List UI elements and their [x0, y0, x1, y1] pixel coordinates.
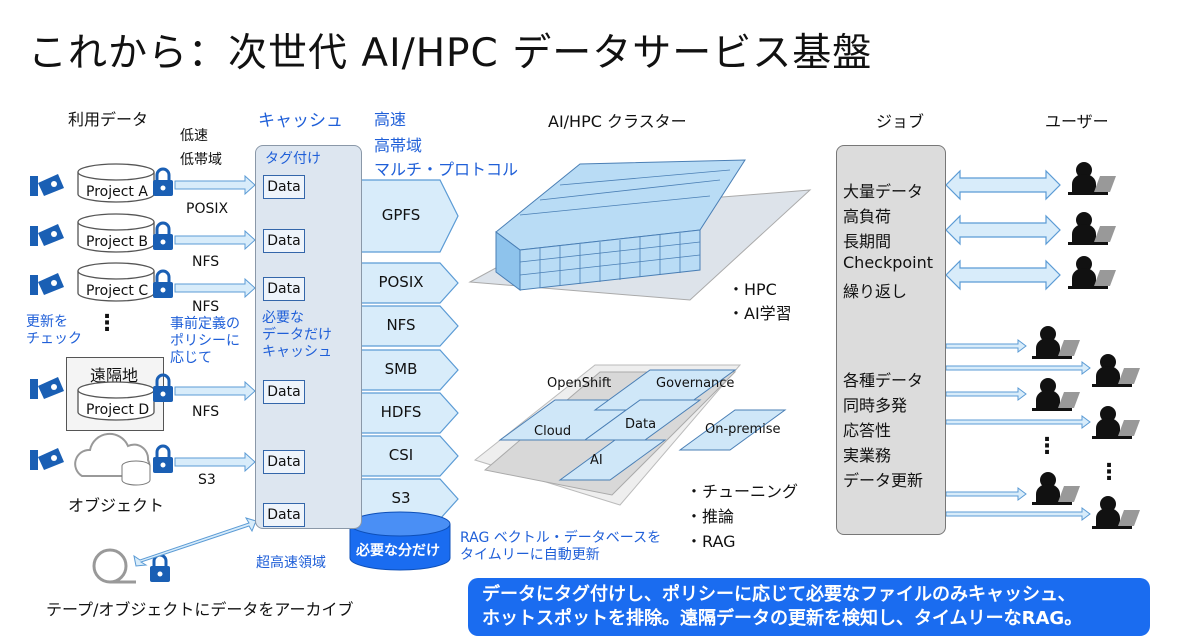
layer-data: Data — [625, 417, 657, 432]
low-speed-label: 低速 — [180, 128, 208, 144]
protocol-name: GPFS — [381, 206, 421, 224]
bullet-ai-training: ・AI学習 — [728, 304, 792, 323]
bullet-hpc: ・HPC — [728, 280, 777, 299]
protocol-label: POSIX — [186, 201, 229, 217]
lock-icon — [151, 373, 175, 404]
bullet-tuning: ・チューニング — [686, 482, 799, 501]
page-title: これから：次世代 AI/HPC データサービス基盤 — [28, 31, 873, 76]
camera-icon — [30, 448, 64, 470]
tape-icon — [92, 548, 128, 584]
job-trait: 同時多発 — [843, 396, 908, 415]
cached-data-block: Data — [263, 450, 305, 474]
summary-callout: データにタグ付けし、ポリシーに応じて必要なファイルのみキャッシュ、 ホットスポッ… — [468, 578, 1150, 636]
user-icon — [1068, 162, 1116, 195]
header-data-used: 利用データ — [68, 110, 149, 129]
project-label: Project C — [86, 283, 149, 299]
protocol-label: S3 — [198, 472, 216, 488]
protocol-label: NFS — [192, 299, 220, 315]
user-icon — [1068, 256, 1116, 289]
jobs-panel — [836, 145, 946, 535]
camera-icon — [30, 224, 64, 246]
cached-data-block: Data — [263, 229, 305, 253]
layer-on-premise: On-premise — [705, 422, 781, 437]
cached-data-block: Data — [263, 277, 305, 301]
archive-label: テープ/オブジェクトにデータをアーカイブ — [46, 600, 354, 619]
camera-icon — [30, 377, 64, 399]
low-bandwidth-label: 低帯域 — [180, 152, 222, 168]
cached-data-block: Data — [263, 503, 305, 527]
job-trait: 繰り返し — [843, 282, 908, 301]
job-trait: 長期間 — [843, 232, 892, 251]
protocol-label: NFS — [192, 254, 220, 270]
user-icon — [1092, 354, 1140, 387]
hpc-cluster-graphic — [468, 159, 812, 301]
cached-data-block: Data — [263, 380, 305, 404]
camera-icon — [30, 273, 64, 295]
job-trait: 大量データ — [843, 182, 924, 201]
only-needed-label: 必要な分だけ — [356, 543, 440, 559]
policy-label: 事前定義の ポリシーに 応じて — [170, 316, 240, 366]
job-trait: データ更新 — [843, 471, 924, 490]
lock-icon — [151, 167, 175, 198]
project-label: Project D — [86, 402, 150, 418]
cached-data-block: Data — [263, 175, 305, 199]
more-projects-ellipsis: ⋮ — [96, 311, 118, 336]
protocol-name: S3 — [391, 489, 411, 507]
user-icon — [1032, 326, 1080, 359]
layer-openshift: OpenShift — [547, 376, 612, 391]
lock-icon — [151, 221, 175, 252]
user-icon — [1068, 212, 1116, 245]
user-icon — [1032, 472, 1080, 505]
layer-ai: AI — [590, 453, 603, 468]
lock-icon — [151, 269, 175, 300]
bullet-inference: ・推論 — [686, 507, 735, 526]
cache-needed-label: 必要な データだけ キャッシュ — [262, 310, 332, 360]
layer-cloud: Cloud — [534, 424, 572, 439]
lock-icon — [148, 553, 172, 584]
protocol-name: POSIX — [378, 273, 424, 291]
user-icon — [1092, 496, 1140, 529]
more-users-ellipsis: ⋮ — [1036, 434, 1058, 459]
project-label: Project A — [86, 184, 148, 200]
user-icon — [1032, 378, 1080, 411]
object-label: オブジェクト — [68, 496, 165, 515]
ai-platform-layers — [473, 364, 787, 506]
job-trait: 実業務 — [843, 446, 892, 465]
more-users-ellipsis: ⋮ — [1098, 460, 1120, 485]
protocol-label: NFS — [192, 404, 220, 420]
multi-protocol-label: マルチ・プロトコル — [374, 160, 519, 179]
job-trait: Checkpoint — [843, 253, 934, 272]
fast-label: 高速 — [374, 110, 407, 129]
layer-governance: Governance — [656, 376, 735, 391]
rag-note-label: RAG ベクトル・データベースを タイムリーに自動更新 — [460, 530, 662, 563]
job-trait: 各種データ — [843, 371, 924, 390]
header-cluster: AI/HPC クラスター — [548, 112, 687, 131]
header-cache: キャッシュ — [258, 111, 343, 131]
lock-icon — [151, 444, 175, 475]
header-jobs: ジョブ — [876, 112, 925, 131]
job-trait: 応答性 — [843, 421, 892, 440]
project-label: Project B — [86, 234, 148, 250]
protocol-name: HDFS — [380, 403, 422, 421]
update-check-label: 更新を チェック — [26, 314, 82, 347]
high-bandwidth-label: 高帯域 — [374, 136, 423, 155]
protocol-name: SMB — [384, 360, 418, 378]
protocol-name: NFS — [386, 316, 416, 334]
protocol-name: CSI — [388, 446, 414, 464]
remote-site-label: 遠隔地 — [90, 366, 139, 385]
bullet-rag: ・RAG — [686, 532, 736, 551]
cache-cylinder — [349, 511, 451, 571]
user-icon — [1092, 406, 1140, 439]
ultra-fast-area-label: 超高速領域 — [256, 555, 326, 571]
tagging-label: タグ付け — [265, 151, 321, 167]
header-users: ユーザー — [1045, 112, 1109, 131]
job-trait: 高負荷 — [843, 207, 892, 226]
camera-icon — [30, 174, 64, 196]
